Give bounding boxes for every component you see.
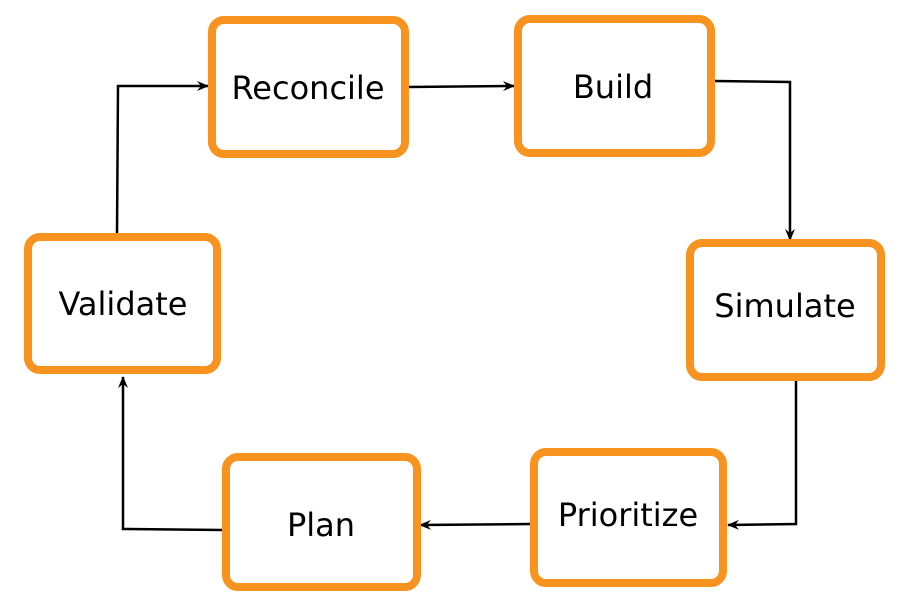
edge-plan-to-validate: [118, 376, 223, 532]
node-reconcile: Reconcile: [208, 16, 409, 158]
node-reconcile-label: Reconcile: [232, 69, 385, 107]
node-prioritize-box: [530, 448, 727, 587]
node-plan: Plan: [222, 453, 421, 591]
edge-simulate-to-prioritize: [727, 381, 798, 530]
node-validate-box: [24, 233, 221, 374]
node-reconcile-box: [208, 16, 409, 158]
edge-build-to-simulate: [713, 79, 795, 241]
edge-prioritize-to-plan: [419, 519, 531, 530]
node-plan-label: Plan: [287, 506, 355, 544]
node-validate: Validate: [24, 233, 221, 374]
node-simulate: Simulate: [686, 239, 885, 381]
edge-validate-to-reconcile: [115, 81, 209, 235]
node-plan-box: [222, 453, 421, 591]
node-validate-label: Validate: [59, 285, 188, 323]
node-build: Build: [514, 15, 715, 157]
node-build-label: Build: [573, 68, 653, 106]
node-prioritize: Prioritize: [530, 448, 727, 587]
node-build-box: [514, 15, 715, 157]
edge-reconcile-to-build: [407, 81, 515, 92]
node-prioritize-label: Prioritize: [558, 496, 698, 534]
node-simulate-box: [686, 239, 885, 381]
node-simulate-label: Simulate: [714, 287, 855, 325]
